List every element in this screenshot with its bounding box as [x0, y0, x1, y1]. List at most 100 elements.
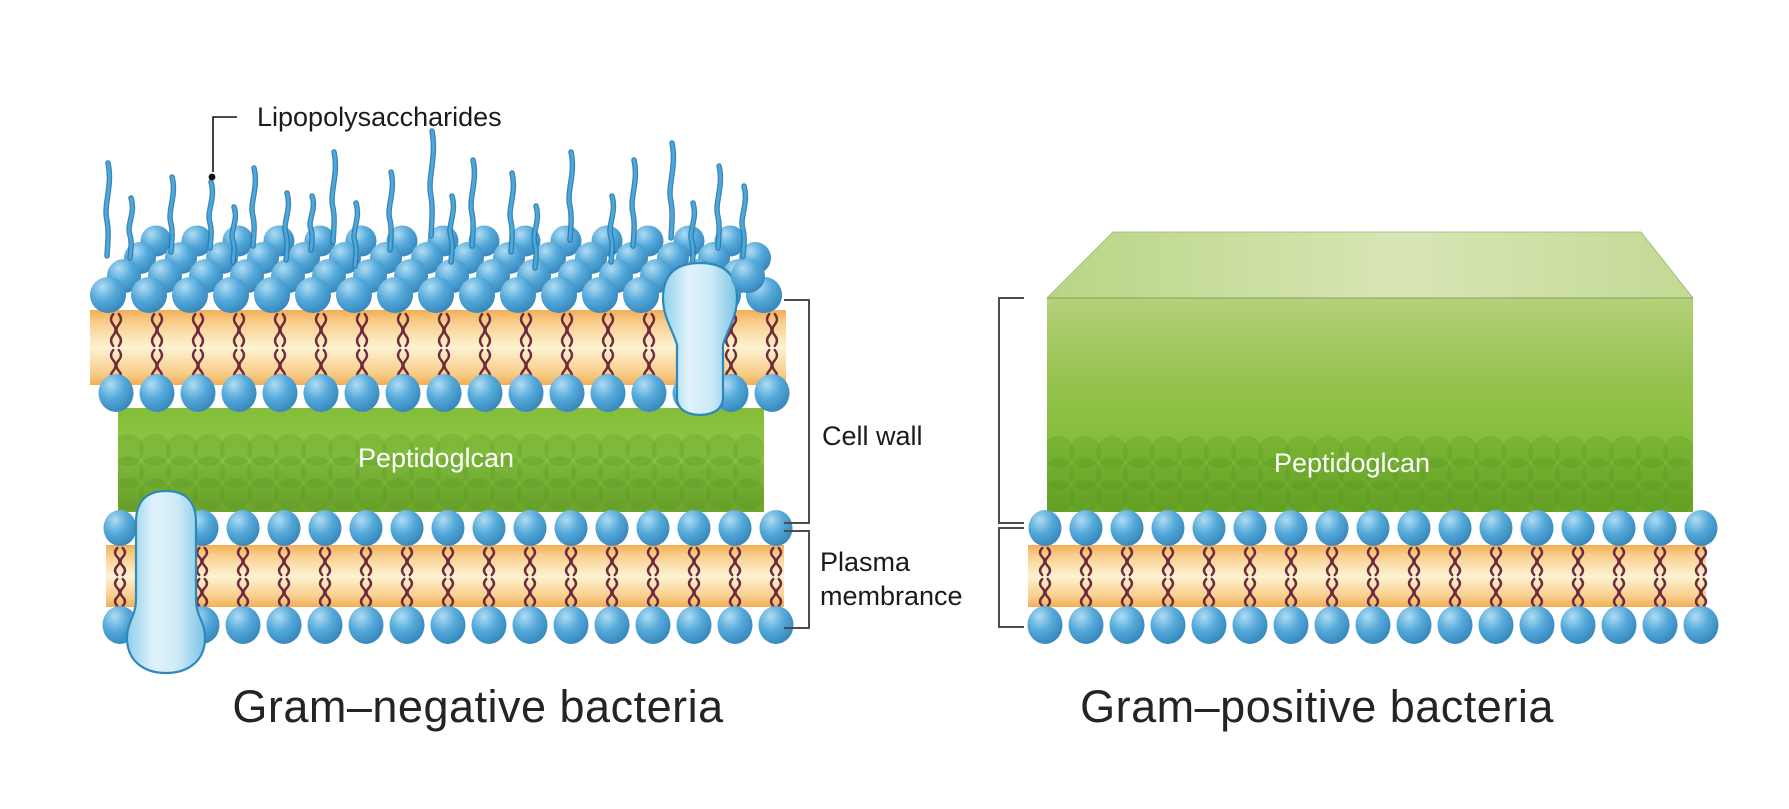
lipid-head: [636, 510, 670, 546]
lps-strand: [532, 204, 539, 270]
peptidoglycan-granule: [1474, 458, 1506, 490]
peptidoglycan-granule: [1047, 480, 1074, 512]
lps-strand: [283, 191, 290, 262]
peptidoglycan-granule: [1528, 480, 1560, 512]
peptidoglycan-granule: [733, 478, 764, 510]
lps-strand: [668, 141, 675, 240]
peptidoglycan-granule: [571, 434, 603, 466]
peptidoglycan-granule: [1177, 436, 1209, 468]
cell-wall-label: Cell wall: [822, 421, 923, 451]
lipid-head: [1479, 510, 1513, 546]
peptidoglycan-granule: [193, 434, 225, 466]
lipid-tail: [771, 312, 779, 348]
lipid-head: [718, 510, 752, 546]
peptidoglycan-granule: [355, 434, 387, 466]
plasma-membrane-protein-channel: [125, 489, 207, 675]
lipid-head: [677, 510, 711, 546]
lps-strand: [630, 158, 637, 248]
lipid-tail: [324, 577, 332, 608]
peptidoglycan-granule: [1555, 458, 1587, 490]
lps-strand: [250, 166, 257, 248]
lipid-tail: [197, 312, 205, 348]
peptidoglycan-granule: [679, 434, 711, 466]
peptidoglycan-granule: [1474, 480, 1506, 512]
lipid-tail: [734, 577, 742, 608]
peptidoglycan-granule: [274, 478, 306, 510]
peptidoglycan-granule: [247, 434, 279, 466]
lipid-head: [390, 510, 424, 546]
peptidoglycan-granule: [571, 478, 603, 510]
lipid-tail: [1700, 546, 1708, 577]
peptidoglycan-granule: [1555, 480, 1587, 512]
lipid-head: [139, 374, 175, 412]
lipid-tail: [1700, 577, 1708, 608]
lipid-head: [631, 374, 667, 412]
gram-negative-caption: Gram–negative bacteria: [232, 681, 724, 732]
lipid-tail: [1044, 577, 1052, 608]
lps-strand: [508, 171, 515, 254]
lipid-head: [172, 277, 208, 313]
peptidoglycan-granule: [1069, 480, 1101, 512]
lipid-head: [226, 510, 260, 546]
peptidoglycan-granule: [1582, 458, 1614, 490]
peptidoglycan-granule: [1528, 436, 1560, 468]
lipid-tail: [238, 312, 246, 348]
peptidoglycan-granule: [1339, 458, 1371, 490]
lipid-head: [717, 606, 753, 644]
peptidoglycan-granule: [328, 434, 360, 466]
lipid-tail: [1413, 546, 1421, 577]
peptidoglycan-granule: [382, 434, 414, 466]
lipid-head: [1150, 606, 1186, 644]
peptidoglycan-granule: [193, 478, 225, 510]
membrane-interior: [1028, 545, 1706, 607]
lipid-tail: [1618, 546, 1626, 577]
lipid-head: [582, 277, 618, 313]
lipid-head: [759, 510, 793, 546]
lps-strand: [207, 180, 214, 250]
cell-wall-bracket-right: [998, 297, 1024, 524]
peptidoglycan-granule: [1663, 480, 1693, 512]
lipid-tail: [201, 546, 209, 577]
peptidoglycan-granule: [463, 456, 495, 488]
lipopolysaccharide-leader-line: [208, 116, 237, 181]
lipid-head: [1478, 606, 1514, 644]
lipid-head: [1519, 606, 1555, 644]
plasma-membrane-bracket-right: [998, 527, 1024, 628]
peptidoglycan-granule: [409, 456, 441, 488]
peptidoglycan-granule: [1609, 480, 1641, 512]
lipid-head: [1314, 606, 1350, 644]
peptidoglycan-granule: [1582, 480, 1614, 512]
lipid-head: [385, 374, 421, 412]
lipid-head: [1151, 510, 1185, 546]
gram-positive-caption: Gram–positive bacteria: [1080, 681, 1554, 732]
peptidoglycan-granule: [1312, 480, 1344, 512]
peptidoglycan-granule: [625, 456, 657, 488]
lipid-head: [131, 277, 167, 313]
lipid-head: [1110, 510, 1144, 546]
peptidoglycan-granule: [1528, 458, 1560, 490]
peptidoglycan-granule: [1047, 458, 1074, 490]
lipid-tail: [1044, 546, 1052, 577]
peptidoglycan-granule: [1339, 480, 1371, 512]
outer-membrane-protein-channel: [661, 261, 739, 417]
peptidoglycan-granule: [490, 478, 522, 510]
peptidoglycan-granule: [1204, 480, 1236, 512]
peptidoglycan-granule: [1501, 436, 1533, 468]
peptidoglycan-granule: [118, 434, 144, 466]
lipid-head: [377, 277, 413, 313]
lipid-head: [98, 374, 134, 412]
peptidoglycan-granule: [1420, 480, 1452, 512]
peptidoglycan-granule: [220, 434, 252, 466]
lipid-tail: [652, 577, 660, 608]
lps-strand: [168, 175, 175, 254]
lps-strand: [330, 150, 337, 244]
lipid-head: [266, 606, 302, 644]
peptidoglycan-granule: [571, 456, 603, 488]
peptidoglycan-granule: [706, 478, 738, 510]
peptidoglycan-granule: [1501, 480, 1533, 512]
peptidoglycan-granule: [1393, 480, 1425, 512]
lipid-head: [221, 374, 257, 412]
peptidoglycan-granule: [733, 434, 764, 466]
lipid-tail: [529, 546, 537, 577]
peptidoglycan-granule: [436, 456, 468, 488]
